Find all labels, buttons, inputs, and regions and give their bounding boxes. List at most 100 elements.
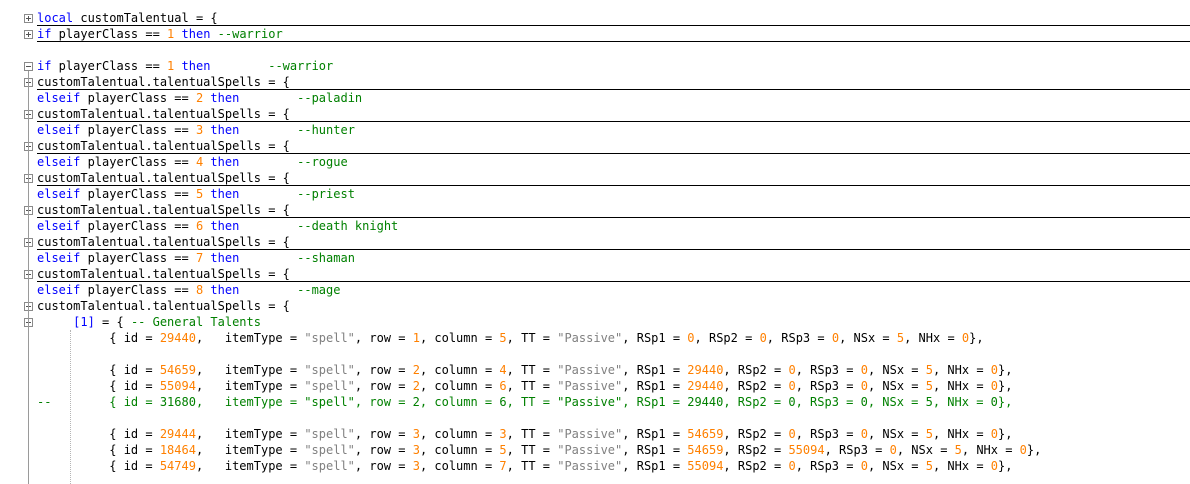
code-line[interactable]: { id = 54749, itemType = "spell", row = … <box>0 458 1190 474</box>
token-num: 1 <box>412 331 420 345</box>
code-line[interactable]: customTalentual.talentualSpells = { <box>0 202 1190 218</box>
token-kw: then <box>181 59 211 73</box>
token-txt: customTalentual.talentualSpells = { <box>37 171 290 185</box>
token-txt: { id = <box>37 331 160 345</box>
fold-expand-icon[interactable] <box>24 14 33 23</box>
code-line[interactable] <box>0 346 1190 362</box>
token-txt: , RSp2 = <box>694 331 760 345</box>
code-line[interactable]: { id = 18464, itemType = "spell", row = … <box>0 442 1190 458</box>
token-txt: customTalentual.talentualSpells = { <box>37 299 290 313</box>
code-text: [1] = { -- General Talents <box>37 314 261 330</box>
token-num: 2 <box>412 363 420 377</box>
token-txt <box>210 27 217 41</box>
code-line[interactable]: { id = 55094, itemType = "spell", row = … <box>0 378 1190 394</box>
code-line[interactable]: if playerClass == 1 then --warrior <box>0 58 1190 74</box>
token-txt: , NSx = <box>867 427 926 441</box>
code-text: { id = 29444, itemType = "spell", row = … <box>37 426 1012 442</box>
token-txt: customTalentual = { <box>73 11 218 25</box>
token-txt: playerClass == <box>51 59 168 73</box>
code-line[interactable]: elseif playerClass == 8 then --mage <box>0 282 1190 298</box>
token-str: "spell" <box>304 427 355 441</box>
token-num: 5 <box>925 427 933 441</box>
token-kw: elseif <box>37 251 81 265</box>
token-cmt: --priest <box>297 187 355 201</box>
code-line[interactable]: elseif playerClass == 3 then --hunter <box>0 122 1190 138</box>
code-line[interactable]: { id = 54659, itemType = "spell", row = … <box>0 362 1190 378</box>
token-txt: , column = <box>419 443 500 457</box>
code-line[interactable]: local customTalentual = { <box>0 10 1190 26</box>
code-line[interactable] <box>0 410 1190 426</box>
code-line[interactable] <box>0 42 1190 58</box>
token-txt: customTalentual.talentualSpells = { <box>37 235 290 249</box>
token-str: "Passive" <box>557 443 623 457</box>
indent-guide-line <box>70 330 72 484</box>
token-num: 4 <box>499 363 507 377</box>
token-num: 55094 <box>687 459 724 473</box>
code-line[interactable]: elseif playerClass == 5 then --priest <box>0 186 1190 202</box>
token-cmt: --death knight <box>297 219 399 233</box>
fold-guide-line <box>28 71 29 484</box>
token-num: 8 <box>195 283 204 297</box>
token-str: "spell" <box>304 379 355 393</box>
code-text: elseif playerClass == 2 then --paladin <box>37 90 362 106</box>
token-num: 3 <box>499 427 507 441</box>
token-txt: , row = <box>354 459 413 473</box>
token-txt: , RSp1 = <box>622 363 688 377</box>
code-line[interactable]: elseif playerClass == 6 then --death kni… <box>0 218 1190 234</box>
code-text: local customTalentual = { <box>37 10 218 26</box>
code-line[interactable]: customTalentual.talentualSpells = { <box>0 170 1190 186</box>
token-num: 54659 <box>687 427 724 441</box>
code-line[interactable]: { id = 29444, itemType = "spell", row = … <box>0 426 1190 442</box>
code-text: elseif playerClass == 4 then --rogue <box>37 154 348 170</box>
code-line[interactable]: -- { id = 31680, itemType = "spell", row… <box>0 394 1190 410</box>
code-line[interactable]: [1] = { -- General Talents <box>0 314 1190 330</box>
fold-collapse-icon[interactable] <box>24 62 33 71</box>
token-kw: elseif <box>37 219 81 233</box>
token-txt: , RSp2 = <box>723 379 789 393</box>
token-txt <box>239 91 297 105</box>
token-kw: then <box>210 155 240 169</box>
code-line[interactable]: if playerClass == 1 then --warrior <box>0 26 1190 42</box>
token-txt: , NHx = <box>932 427 991 441</box>
token-txt: , row = <box>354 427 413 441</box>
code-text: { id = 55094, itemType = "spell", row = … <box>37 378 1012 394</box>
fold-expand-icon[interactable] <box>24 30 33 39</box>
token-txt: { id = <box>37 459 160 473</box>
token-txt: , RSp3 = <box>795 379 861 393</box>
code-line[interactable]: customTalentual.talentualSpells = { <box>0 298 1190 314</box>
token-txt: = { <box>94 315 131 329</box>
code-text: elseif playerClass == 3 then --hunter <box>37 122 355 138</box>
code-line[interactable]: { id = 29440, itemType = "spell", row = … <box>0 330 1190 346</box>
token-num: 1 <box>167 59 175 73</box>
token-num: 6 <box>195 219 204 233</box>
token-num: 29444 <box>159 427 196 441</box>
token-cmt: --hunter <box>297 123 355 137</box>
code-text: customTalentual.talentualSpells = { <box>37 234 290 250</box>
token-num: 0 <box>961 331 970 345</box>
token-txt: playerClass == <box>51 27 168 41</box>
code-line[interactable]: elseif playerClass == 7 then --shaman <box>0 250 1190 266</box>
code-line[interactable]: customTalentual.talentualSpells = { <box>0 138 1190 154</box>
token-kw: then <box>210 219 240 233</box>
code-line[interactable]: elseif playerClass == 4 then --rogue <box>0 154 1190 170</box>
token-num: 3 <box>412 459 420 473</box>
token-txt: , RSp3 = <box>766 331 832 345</box>
token-txt <box>174 59 181 73</box>
code-text: { id = 54749, itemType = "spell", row = … <box>37 458 1012 474</box>
token-txt: , itemType = <box>195 427 305 441</box>
code-text: { id = 29440, itemType = "spell", row = … <box>37 330 983 346</box>
code-line[interactable]: customTalentual.talentualSpells = { <box>0 106 1190 122</box>
code-line[interactable]: customTalentual.talentualSpells = { <box>0 266 1190 282</box>
token-num: 0 <box>990 363 999 377</box>
code-line[interactable]: customTalentual.talentualSpells = { <box>0 74 1190 90</box>
code-line[interactable]: customTalentual.talentualSpells = { <box>0 234 1190 250</box>
token-txt: }, <box>1026 443 1042 457</box>
token-num: 0 <box>687 331 695 345</box>
token-txt: }, <box>998 427 1013 441</box>
token-txt: }, <box>998 459 1013 473</box>
code-line[interactable]: elseif playerClass == 2 then --paladin <box>0 90 1190 106</box>
token-num: 54659 <box>159 363 196 377</box>
token-txt: }, <box>998 363 1013 377</box>
token-txt: , row = <box>354 363 413 377</box>
